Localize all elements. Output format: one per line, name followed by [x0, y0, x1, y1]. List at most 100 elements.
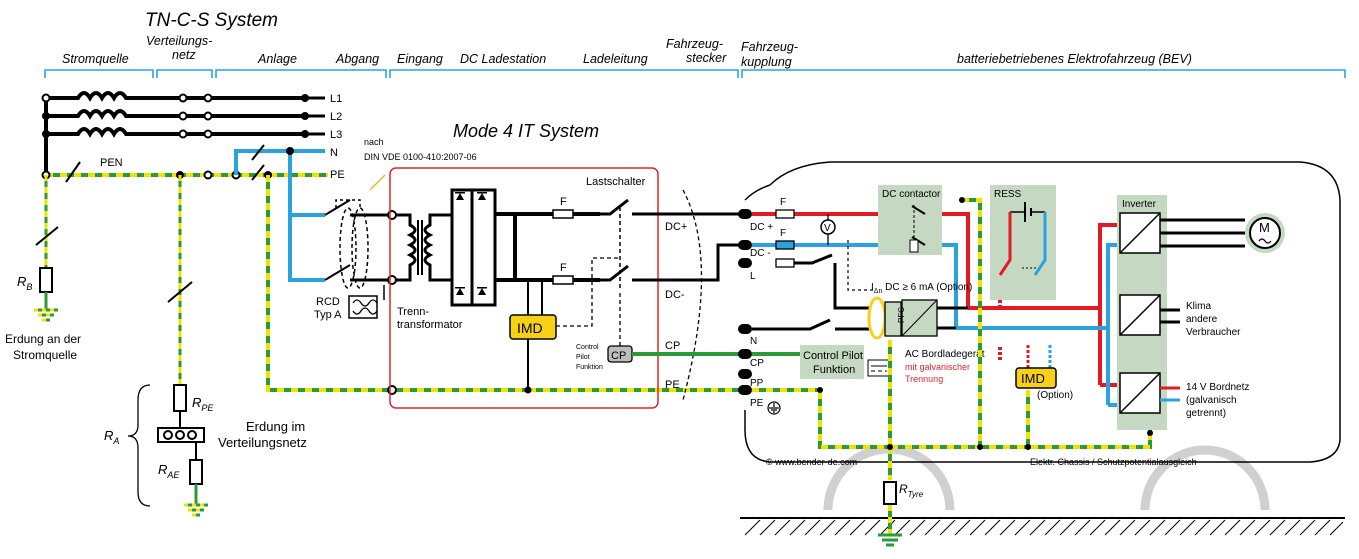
imd-station-box	[509, 314, 557, 340]
vehicle-fuse-label-2: F	[780, 228, 786, 239]
mode-title: Mode 4 IT System	[453, 121, 599, 141]
klima-line2: andere	[1186, 314, 1218, 325]
dcminus-cable	[690, 243, 742, 282]
source-terminals	[41, 93, 213, 139]
load-switch	[600, 189, 740, 401]
neutral-conductor-upper	[234, 149, 325, 175]
rtyre-resistor	[883, 481, 897, 505]
erdung-quelle-line2: Stromquelle	[13, 348, 77, 362]
imd-control-line	[556, 257, 620, 327]
imd-vehicle-leads	[1026, 345, 1052, 370]
inverter-label: Inverter	[1122, 199, 1157, 210]
station-fuse-label-1: F	[560, 196, 567, 208]
dc-contactor-coil	[909, 239, 919, 253]
vehicle-fuses	[775, 209, 795, 268]
copyright-label: © www.bender-de.com	[766, 457, 857, 467]
pe-switch	[251, 164, 265, 181]
dcminus-label: DC-	[665, 289, 685, 301]
rb-label: RB	[17, 274, 32, 292]
imd-station-label: IMD	[517, 320, 543, 336]
imd-vehicle-box	[1015, 367, 1057, 389]
coupler-pe-label: PE	[750, 398, 764, 409]
vehicle-pe-nodes	[817, 197, 1153, 450]
section-label-bev: batteriebetriebenes Elektrofahrzeug (BEV…	[957, 52, 1192, 66]
ground-symbol-coupler	[767, 401, 781, 415]
conductor-l1-label: L1	[330, 93, 342, 105]
erdung-netz-line2: Verteilungsnetz	[218, 435, 307, 450]
ress-minus	[1033, 212, 1047, 276]
section-label-fahrzeugkupplung-2: kupplung	[741, 55, 792, 69]
converter-boxes	[1119, 212, 1161, 414]
ra-label: RA	[104, 428, 119, 446]
section-label-eingang: Eingang	[397, 52, 443, 66]
section-label-verteilungsnetz-1: Verteilungs-	[146, 34, 212, 48]
bordlader-line2: mit galvanischer	[905, 362, 970, 372]
rectifier-diodes	[455, 192, 487, 295]
coupler-dcminus-label: DC -	[750, 248, 771, 259]
section-label-dc-ladestation: DC Ladestation	[460, 52, 546, 66]
section-label-fahrzeugstecker-2: stecker	[686, 51, 727, 65]
section-label-stromquelle: Stromquelle	[62, 52, 129, 66]
voltmeter-label: V	[824, 223, 831, 234]
erdung-quelle-line1: Erdung an der	[5, 332, 81, 346]
isolation-transformer	[396, 188, 600, 307]
section-label-abgang: Abgang	[335, 52, 379, 66]
station-fuses	[552, 209, 574, 285]
coupler-pp-label: PP	[750, 378, 764, 389]
vehicle-pe-network	[752, 198, 1152, 535]
dcplus-label: DC+	[665, 221, 687, 233]
bordnetz-line1: 14 V Bordnetz	[1186, 382, 1249, 393]
mode4-box	[389, 167, 659, 409]
imd-option-label: (Option)	[1037, 390, 1073, 401]
rae-label: RAE	[158, 462, 180, 480]
rcd-label-line2: Typ A	[314, 309, 342, 321]
n-switch	[251, 144, 265, 161]
coupler-n-label: N	[750, 336, 757, 347]
motor-label: M	[1259, 220, 1270, 235]
onboard-charger	[867, 296, 968, 340]
trenn-label-line2: transformator	[397, 319, 463, 331]
section-brackets	[44, 69, 1346, 78]
section-headers: Stromquelle Verteilungs- netz Anlage Abg…	[62, 34, 1192, 69]
rcd-switch	[286, 147, 392, 319]
conductor-pe-label: PE	[330, 169, 345, 181]
station-fuse-label-2: F	[560, 262, 567, 274]
vehicle-ac-lines	[752, 240, 875, 331]
coupler-l-label: L	[750, 271, 756, 282]
dc-indicator-symbol	[871, 365, 887, 372]
ress-plus	[998, 212, 1012, 276]
motor-symbol	[1249, 217, 1281, 249]
coupler-dcplus-label: DC +	[750, 222, 773, 233]
coupler-cp-label: CP	[750, 358, 764, 369]
cp-small-2: Pilot	[576, 354, 590, 361]
pen-switch	[65, 161, 81, 183]
nach-line1: nach	[364, 137, 384, 147]
vehicle-fuse-label-1: F	[780, 197, 786, 208]
nach-line2: DIN VDE 0100-410:2007-06	[364, 152, 477, 162]
cp-small-3: Funktion	[576, 364, 603, 371]
ground-distribution	[127, 175, 208, 517]
ground-source	[34, 175, 59, 322]
coupler-plugs	[738, 209, 752, 395]
source-nodes	[42, 94, 309, 138]
section-label-fahrzeugstecker-1: Fahrzeug-	[666, 37, 723, 51]
erdung-netz-line1: Erdung im	[246, 419, 305, 434]
section-label-fahrzeugkupplung-1: Fahrzeug-	[741, 40, 798, 54]
bordnetz-line3: getrennt)	[1186, 408, 1226, 419]
conductor-l2-label: L2	[330, 111, 342, 123]
rpe-label: RPE	[192, 395, 214, 413]
system-title: TN-C-S System	[145, 10, 278, 31]
chassis-label: Elektr. Chassis / Schutzpotentialausglei…	[1030, 457, 1197, 467]
section-label-anlage: Anlage	[257, 52, 297, 66]
section-label-verteilungsnetz-2: netz	[172, 48, 196, 62]
cp-station-label: CP	[611, 350, 626, 362]
idn-label: IΔn DC ≥ 6 mA (Option)	[871, 282, 972, 295]
section-label-ladeleitung: Ladeleitung	[583, 52, 648, 66]
rtyre-ground	[878, 533, 902, 547]
bordnetz-line2: (galvanisch	[1186, 395, 1237, 406]
conductor-n-label: N	[330, 147, 338, 159]
klima-line1: Klima	[1186, 301, 1211, 312]
control-pilot-line2: Funktion	[813, 364, 855, 376]
